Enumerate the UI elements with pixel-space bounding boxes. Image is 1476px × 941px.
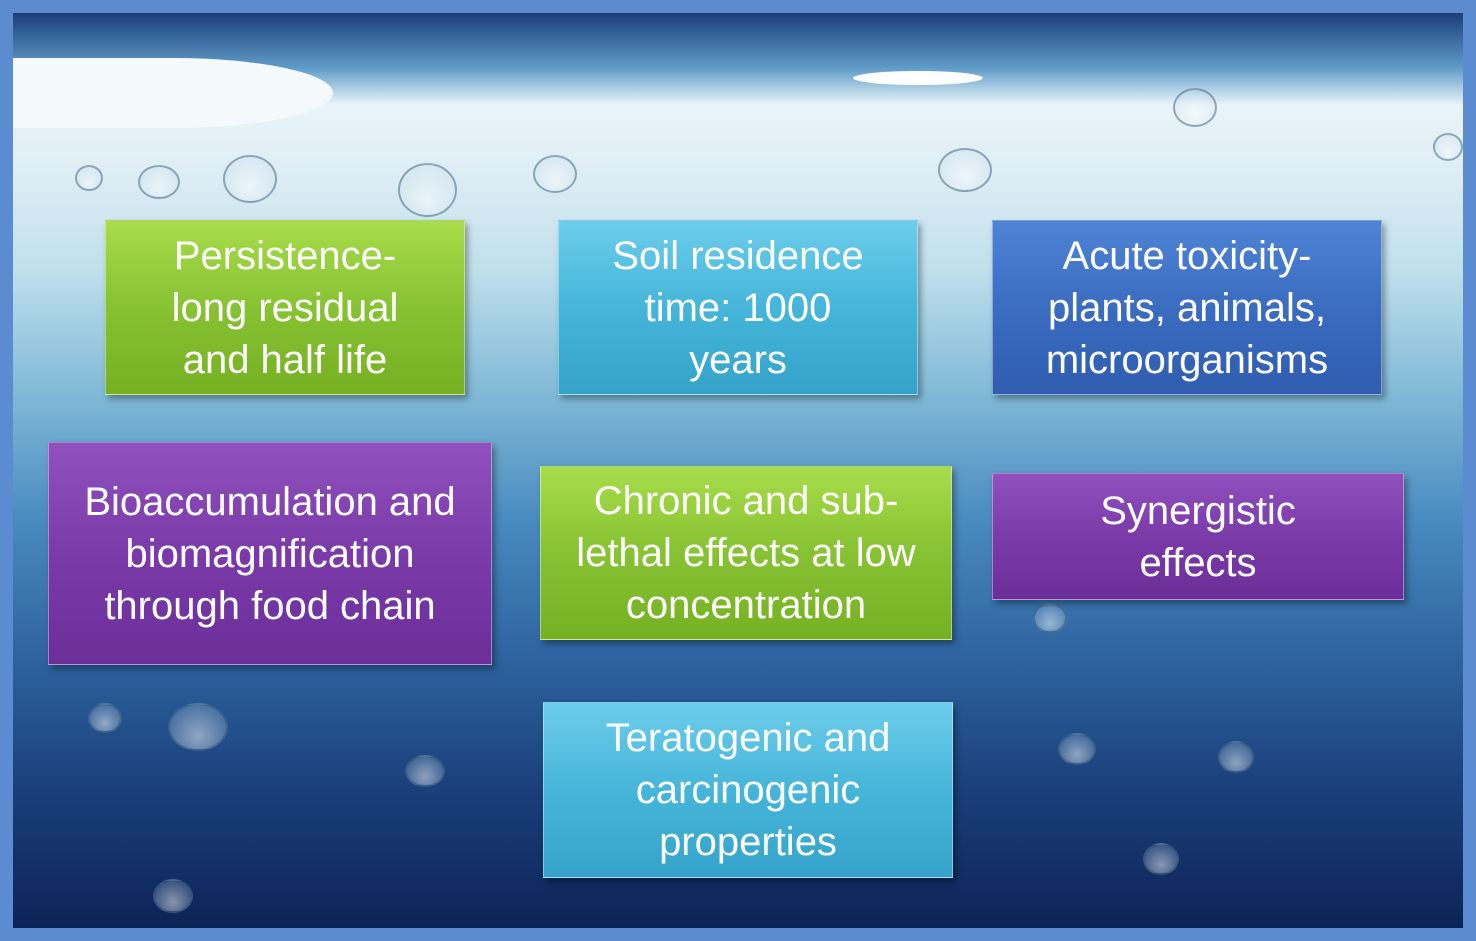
bubble xyxy=(168,703,228,751)
bubble xyxy=(1033,603,1067,633)
box-teratogenic: Teratogenic and carcinogenic properties xyxy=(543,702,953,878)
bubble xyxy=(938,148,992,192)
bubble xyxy=(138,165,180,199)
box-persistence-text: Persistence- long residual and half life xyxy=(171,233,399,382)
box-acute-toxicity-text: Acute toxicity- plants, animals, microor… xyxy=(1045,233,1329,382)
box-chronic-effects: Chronic and sub- lethal effects at low c… xyxy=(540,466,952,640)
box-teratogenic-text: Teratogenic and carcinogenic properties xyxy=(605,716,891,864)
water-surface-highlight xyxy=(853,71,983,85)
bubble xyxy=(1433,133,1463,161)
bubble xyxy=(88,703,122,733)
box-acute-toxicity: Acute toxicity- plants, animals, microor… xyxy=(992,220,1382,395)
box-chronic-effects-text: Chronic and sub- lethal effects at low c… xyxy=(576,479,916,627)
bubble xyxy=(405,755,445,787)
bubble xyxy=(1058,733,1096,765)
bubble xyxy=(75,165,103,191)
box-soil-residence: Soil residence time: 1000 years xyxy=(558,220,918,395)
bubble xyxy=(1218,741,1254,773)
bubble xyxy=(1143,843,1179,875)
bubble xyxy=(533,155,577,193)
box-synergistic: Synergistic effects xyxy=(992,473,1404,600)
box-persistence: Persistence- long residual and half life xyxy=(105,220,465,395)
bubble xyxy=(153,879,193,913)
bubble xyxy=(223,155,277,203)
bubble xyxy=(398,163,457,217)
box-soil-residence-text: Soil residence time: 1000 years xyxy=(612,233,864,382)
box-bioaccumulation: Bioaccumulation and biomagnification thr… xyxy=(48,442,492,665)
bubble xyxy=(1173,88,1217,127)
water-surface-highlight xyxy=(13,58,333,128)
box-synergistic-text: Synergistic effects xyxy=(1100,488,1296,585)
box-bioaccumulation-text: Bioaccumulation and biomagnification thr… xyxy=(84,479,456,628)
